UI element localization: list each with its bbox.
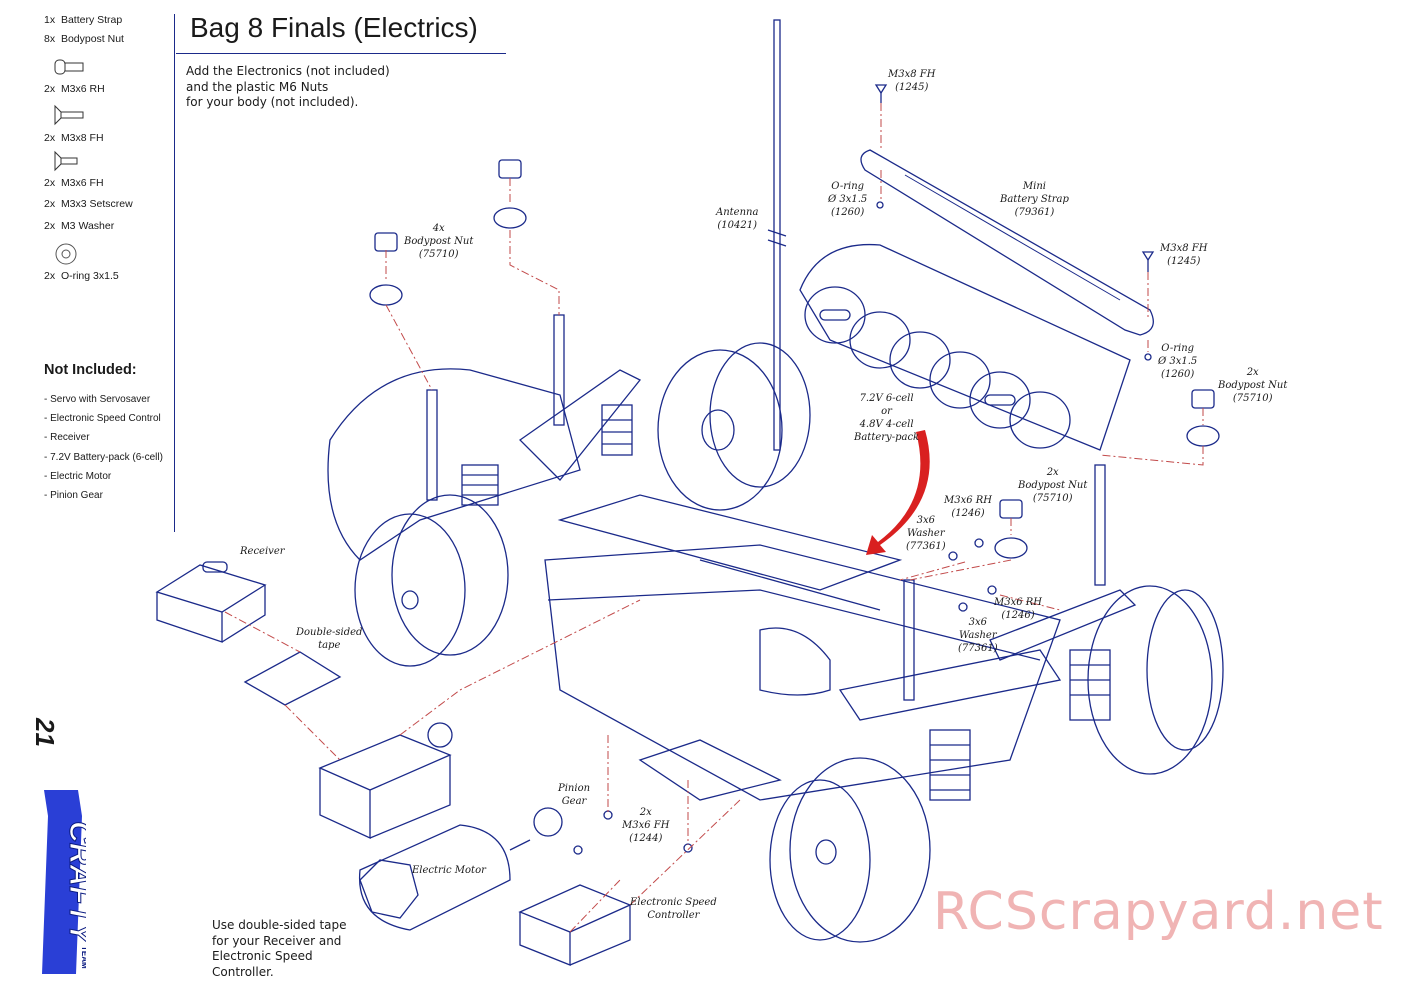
not-included-heading: Not Included: (44, 362, 137, 378)
washer-icon (55, 243, 77, 265)
label-receiver: Receiver (240, 546, 285, 557)
pinion-gear (533, 807, 563, 837)
label-m3x6rh-bottom: M3x6 RH(1246) (994, 597, 1043, 621)
list-item: - Electric Motor (44, 470, 112, 482)
battery-pack (799, 243, 1131, 451)
part-row: 2x M3 Washer (44, 220, 115, 232)
part-row: 2x M3x3 Setscrew (44, 198, 133, 210)
m3x6-fh-screw-icon (54, 150, 78, 172)
wheel-rear-left (354, 494, 509, 667)
receiver (155, 561, 267, 643)
page-title: Bag 8 Finals (Electrics) (190, 12, 478, 43)
shock-absorbers (461, 404, 1111, 801)
wheel-rear-right (657, 342, 811, 511)
watermark: RCScrapyard.net (933, 882, 1384, 942)
install-arrow (866, 430, 930, 555)
esc (518, 884, 632, 966)
m3x6-rh-screw-icon (54, 59, 84, 75)
team-crafty-logo: CRAFTY TEAM (42, 790, 86, 974)
screws (573, 84, 1155, 855)
part-row: 1x Battery Strap (44, 14, 123, 26)
double-sided-tape (243, 651, 342, 706)
antenna (773, 19, 781, 451)
intro-text: Add the Electronics (not included)and th… (186, 64, 390, 109)
part-row: 2x M3x6 RH (44, 83, 105, 95)
part-row: 8x Bodypost Nut (44, 33, 124, 45)
list-item: - 7.2V Battery-pack (6-cell) (44, 451, 163, 463)
label-m3x8-top: M3x8 FH(1245) (888, 69, 936, 93)
electric-motor (358, 824, 531, 931)
list-item: - Servo with Servosaver (44, 394, 151, 405)
svg-text:CRAFTY: CRAFTY (63, 821, 86, 946)
label-antenna: Antenna(10421) (716, 207, 759, 231)
m3x8-fh-screw-icon (54, 104, 84, 126)
label-m3x6rh-top: M3x6 RH(1246) (944, 495, 993, 519)
part-row: 2x O-ring 3x1.5 (44, 270, 119, 282)
list-item: - Electronic Speed Control (44, 413, 161, 425)
wheel-front-left (769, 757, 931, 943)
part-row: 2x M3x8 FH (44, 132, 104, 144)
label-motor: Electric Motor (412, 865, 486, 876)
not-included-list: - Servo with Servosaver - Electronic Spe… (44, 394, 163, 509)
list-item: - Receiver (44, 432, 90, 444)
chassis-plate (544, 544, 1061, 801)
title-underline (176, 53, 506, 54)
section-divider (174, 14, 175, 532)
svg-text:TEAM: TEAM (80, 946, 86, 969)
servo (318, 722, 453, 840)
battery-strap (860, 149, 1154, 336)
rear-bumper (327, 368, 581, 561)
list-item: - Pinion Gear (44, 489, 103, 501)
label-m3x8-right: M3x8 FH(1245) (1160, 243, 1208, 267)
part-row: 2x M3x6 FH (44, 177, 104, 189)
